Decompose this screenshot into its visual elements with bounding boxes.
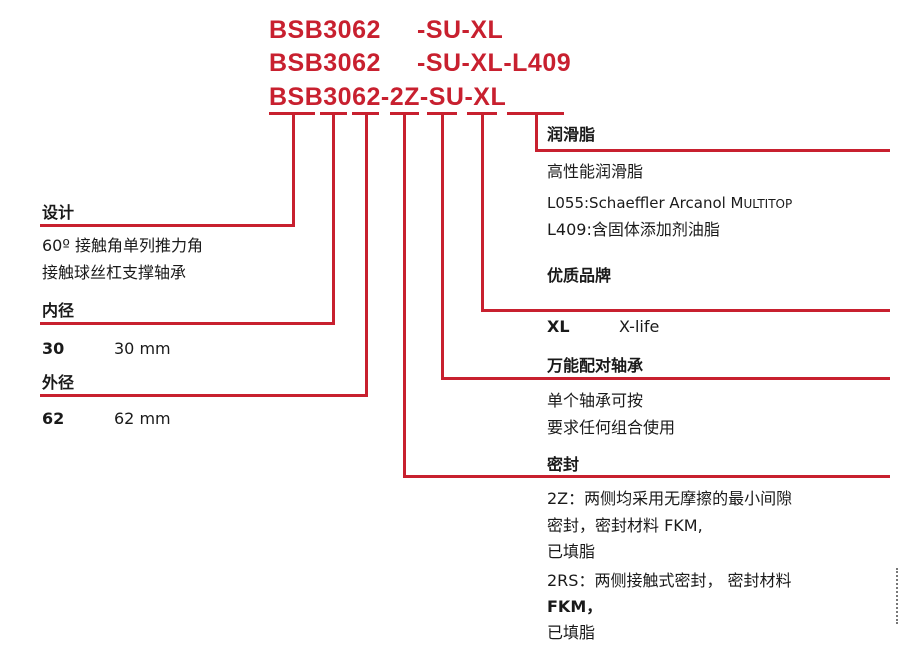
connector-bore (332, 112, 335, 325)
outer-title: 外径 (42, 373, 75, 392)
design-line: 60º 接触角单列推力角 (42, 236, 203, 255)
seal-title: 密封 (547, 455, 580, 474)
seal-line: 已填脂 (547, 542, 596, 561)
bore-value: 30 mm (114, 339, 171, 358)
pairing-title: 万能配对轴承 (547, 356, 644, 375)
rule-seal (403, 475, 890, 478)
seal-line: FKM， (547, 597, 603, 616)
connector-outer (365, 112, 368, 397)
designation-1-suffix: -SU-XL (417, 16, 504, 44)
rule-outer (40, 394, 368, 397)
seal-line: 2Z：两侧均采用无摩擦的最小间隙 (547, 489, 793, 508)
lubricant-l409: L409:含固体添加剂油脂 (547, 220, 720, 239)
seal-line: 已填脂 (547, 623, 596, 642)
rule-bore (40, 322, 335, 325)
lubricant-line: 高性能润滑脂 (547, 162, 644, 181)
connector-seal (403, 112, 406, 478)
design-title: 设计 (42, 203, 75, 222)
designation-2-base: BSB3062 (269, 49, 381, 77)
lubricant-l055: L055:Schaeffler Arcanol MULTITOP (547, 193, 792, 214)
margin-dotted-mark (896, 568, 900, 624)
design-line: 接触球丝杠支撑轴承 (42, 263, 187, 282)
brand-value: X-life (619, 317, 660, 336)
bore-title: 内径 (42, 301, 75, 320)
outer-code: 62 (42, 409, 65, 428)
l055-text: L055:Schaeffler Arcanol M (547, 194, 744, 212)
lubricant-title: 润滑脂 (547, 125, 596, 144)
designation-2-suffix: -SU-XL-L409 (417, 49, 572, 77)
rule-brand (481, 309, 890, 312)
l055-smallcaps: ULTITOP (743, 197, 793, 211)
connector-lubricant (535, 112, 538, 152)
bore-code: 30 (42, 339, 65, 358)
brand-code: XL (547, 317, 570, 336)
rule-lubricant (535, 149, 890, 152)
pairing-line: 单个轴承可按 (547, 391, 644, 410)
designation-3: BSB3062-2Z-SU-XL (269, 83, 507, 111)
outer-value: 62 mm (114, 409, 171, 428)
brand-title: 优质品牌 (547, 266, 612, 285)
seal-line: 2RS：两侧接触式密封， 密封材料 (547, 571, 792, 590)
seal-line: 密封，密封材料 FKM, (547, 516, 703, 535)
rule-design (40, 224, 295, 227)
rule-pairing (441, 377, 890, 380)
pairing-line: 要求任何组合使用 (547, 418, 676, 437)
connector-pairing (441, 112, 444, 380)
designation-1-base: BSB3062 (269, 16, 381, 44)
connector-design (292, 112, 295, 227)
connector-brand (481, 112, 484, 312)
